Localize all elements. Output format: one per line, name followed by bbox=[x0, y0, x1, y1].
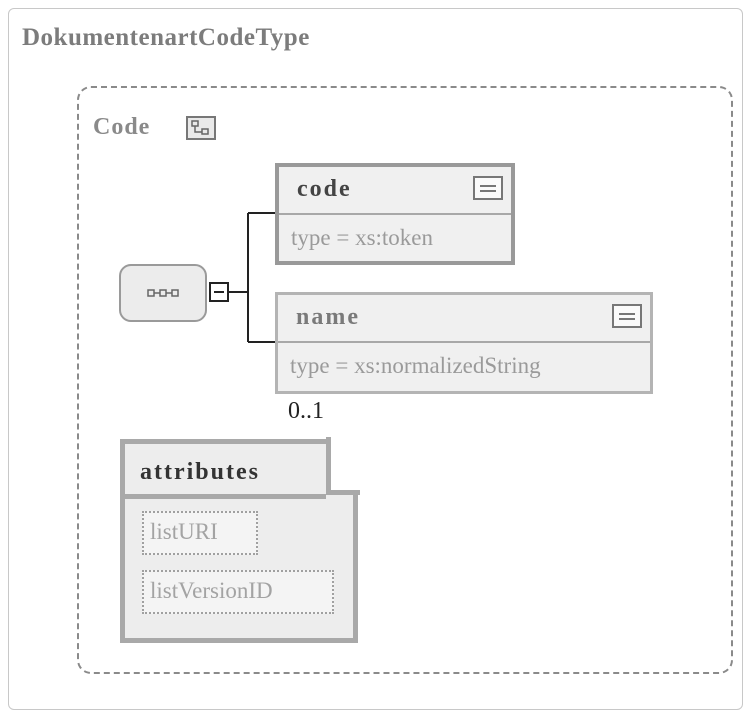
attribute-item[interactable]: listURI bbox=[142, 511, 258, 555]
element-header: code bbox=[279, 167, 511, 215]
minus-icon[interactable] bbox=[209, 282, 229, 302]
element-code[interactable]: code type = xs:token bbox=[275, 163, 515, 265]
attributes-box[interactable]: attributes listURI listVersionID bbox=[120, 437, 360, 643]
complex-type-group bbox=[77, 86, 733, 674]
element-type: type = xs:normalizedString bbox=[290, 353, 541, 378]
attributes-divider bbox=[120, 494, 326, 499]
element-name: name bbox=[296, 304, 360, 330]
sequence-compositor[interactable] bbox=[119, 264, 207, 322]
sequence-icon bbox=[147, 289, 179, 297]
documentation-icon[interactable] bbox=[612, 304, 642, 328]
complex-type-icon bbox=[186, 116, 216, 140]
documentation-icon[interactable] bbox=[473, 176, 503, 200]
occurrence-label: 0..1 bbox=[288, 398, 324, 424]
attribute-item[interactable]: listVersionID bbox=[142, 570, 334, 614]
type-title: DokumentenartCodeType bbox=[22, 24, 310, 51]
group-title: Code bbox=[93, 114, 151, 140]
attributes-tab bbox=[326, 437, 360, 495]
attributes-title: attributes bbox=[140, 459, 260, 485]
element-type: type = xs:token bbox=[291, 225, 434, 250]
element-name-optional[interactable]: name type = xs:normalizedString bbox=[275, 292, 653, 394]
element-header: name bbox=[278, 295, 650, 343]
element-name: code bbox=[297, 176, 352, 202]
